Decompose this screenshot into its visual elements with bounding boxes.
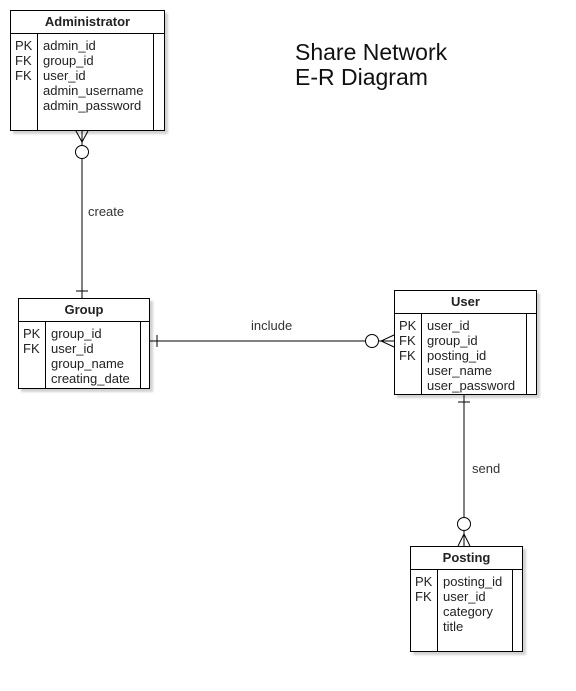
- attribute: group_name: [51, 356, 124, 371]
- key-label: FK: [15, 53, 32, 68]
- entity-group-name: Group: [19, 299, 149, 322]
- entity-posting-name: Posting: [411, 547, 522, 570]
- attribute: admin_id: [43, 38, 96, 53]
- key-label: PK: [15, 38, 33, 53]
- connector-admin-group: [75, 130, 89, 298]
- attribute: group_id: [427, 333, 478, 348]
- key-label: FK: [415, 589, 432, 604]
- entity-posting-keys: PK FK: [411, 570, 438, 651]
- key-label: FK: [23, 341, 40, 356]
- relationship-label-create: create: [88, 204, 125, 219]
- entity-user-keys: PK FK FK: [395, 314, 422, 394]
- attribute: group_id: [43, 53, 94, 68]
- attribute: creating_date: [51, 371, 130, 386]
- connector-user-posting: [457, 395, 471, 547]
- key-label: FK: [399, 333, 416, 348]
- key-label: PK: [399, 318, 417, 333]
- entity-user: User PK FK FK user_id group_id posting_i…: [394, 290, 537, 395]
- attribute: admin_password: [43, 98, 142, 113]
- key-label: PK: [415, 574, 433, 589]
- entity-administrator-name: Administrator: [11, 11, 164, 34]
- attribute: user_id: [427, 318, 470, 333]
- connector-group-user: [150, 334, 395, 348]
- attribute: user_name: [427, 363, 493, 378]
- attribute: posting_id: [443, 574, 503, 589]
- attribute: posting_id: [427, 348, 487, 363]
- attribute: user_id: [43, 68, 86, 83]
- attribute: category: [443, 604, 493, 619]
- relationship-label-include: include: [251, 318, 293, 333]
- entity-group-attributes: group_id user_id group_name creating_dat…: [46, 322, 141, 388]
- title-line-2: E-R Diagram: [295, 64, 428, 90]
- attribute: user_id: [51, 341, 94, 356]
- key-label: FK: [399, 348, 416, 363]
- entity-user-name: User: [395, 291, 536, 314]
- entity-user-attributes: user_id group_id posting_id user_name us…: [422, 314, 527, 394]
- entity-group-keys: PK FK: [19, 322, 46, 388]
- entity-administrator-attributes: admin_id group_id user_id admin_username…: [38, 34, 154, 130]
- attribute: user_id: [443, 589, 486, 604]
- entity-group: Group PK FK group_id user_id group_name …: [18, 298, 150, 389]
- attribute: title: [443, 619, 464, 634]
- diagram-title: Share Network E-R Diagram: [295, 40, 447, 90]
- entity-posting-attributes: posting_id user_id category title: [438, 570, 513, 651]
- attribute: group_id: [51, 326, 102, 341]
- attribute: admin_username: [43, 83, 144, 98]
- attribute: user_password: [427, 378, 516, 393]
- title-line-1: Share Network: [295, 39, 448, 65]
- relationship-label-send: send: [472, 461, 501, 476]
- entity-posting: Posting PK FK posting_id user_id categor…: [410, 546, 523, 652]
- key-label: PK: [23, 326, 41, 341]
- entity-administrator-keys: PK FK FK: [11, 34, 38, 130]
- entity-administrator: Administrator PK FK FK admin_id group_id…: [10, 10, 165, 131]
- key-label: FK: [15, 68, 32, 83]
